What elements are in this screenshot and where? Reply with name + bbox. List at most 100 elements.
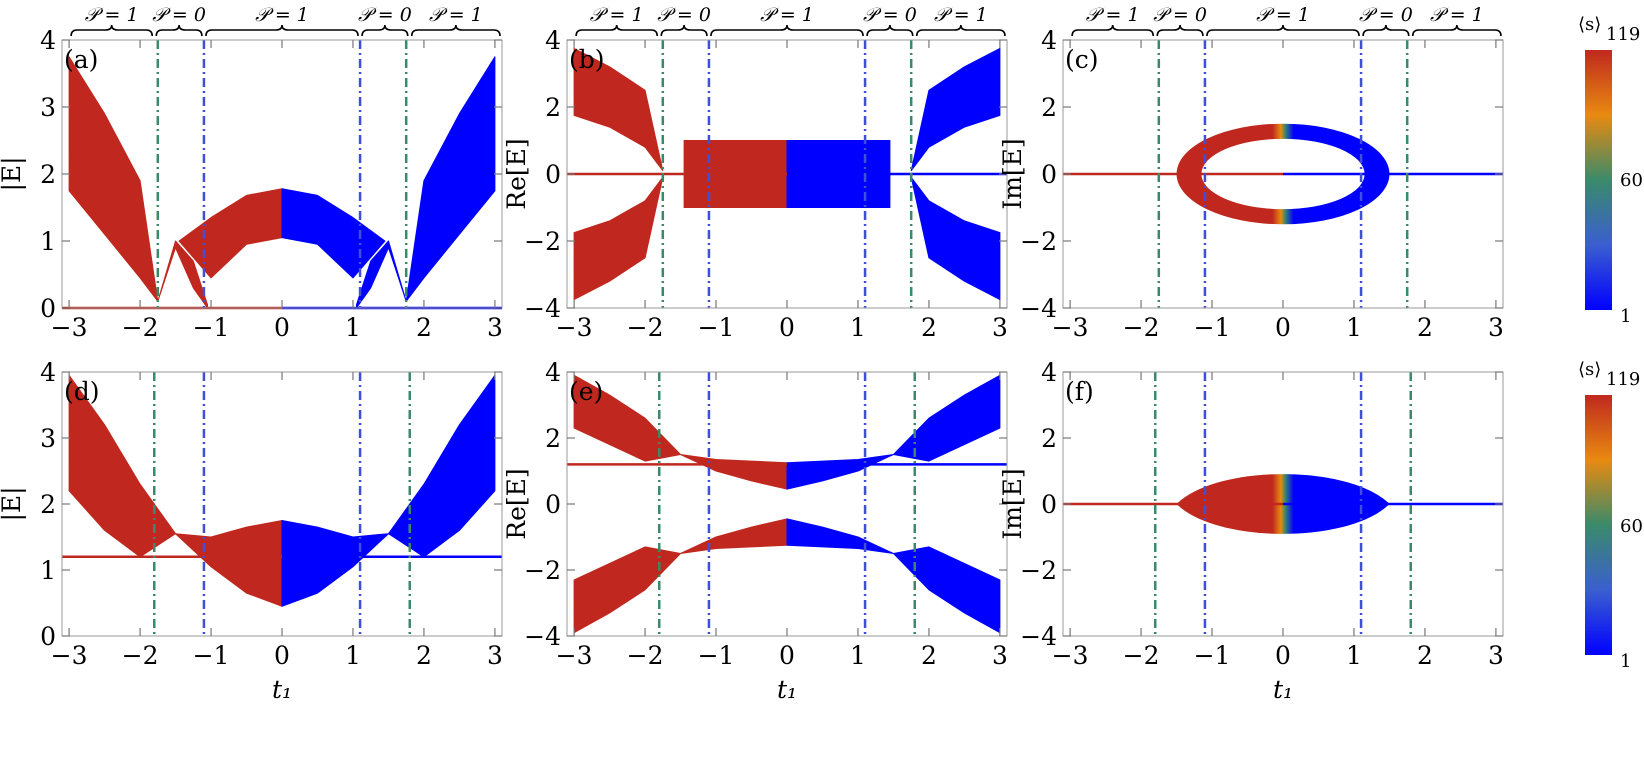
x-tick-label: 3 <box>487 313 503 342</box>
x-tick-label: −3 <box>1052 313 1089 342</box>
x-tick-label: −3 <box>51 313 88 342</box>
x-tick-label: 0 <box>1275 313 1291 342</box>
phase-bracket <box>1362 24 1410 37</box>
band-5 <box>910 47 1001 172</box>
band-8 <box>893 546 1001 634</box>
x-tick-label: −1 <box>1194 641 1231 670</box>
y-axis-label: |E| <box>0 156 27 191</box>
y-tick-label: 4 <box>545 26 561 55</box>
x-tick-label: 3 <box>992 641 1008 670</box>
phase-label: 𝒫 = 0 <box>1359 4 1413 26</box>
band-4 <box>893 374 1001 462</box>
band-1 <box>573 374 681 462</box>
panel-tag: (f) <box>1065 377 1094 406</box>
phase-label: 𝒫 = 1 <box>255 4 309 26</box>
y-tick-label: 4 <box>40 26 56 55</box>
band-1 <box>68 56 159 302</box>
x-tick-label: 3 <box>992 313 1008 342</box>
band-2 <box>157 240 208 309</box>
y-tick-label: 2 <box>40 490 56 519</box>
y-tick-label: −2 <box>524 227 561 256</box>
phase-label: 𝒫 = 1 <box>934 4 988 26</box>
colorbar-top-bar <box>1585 50 1612 310</box>
phase-label: 𝒫 = 0 <box>1153 4 1207 26</box>
band-5 <box>573 546 681 634</box>
x-tick-label: −2 <box>122 313 159 342</box>
x-tick-label: −2 <box>1123 313 1160 342</box>
y-tick-label: 2 <box>1041 424 1057 453</box>
x-tick-label: 3 <box>1488 313 1504 342</box>
phase-label: 𝒫 = 0 <box>657 4 711 26</box>
x-tick-label: 3 <box>487 641 503 670</box>
x-tick-label: 2 <box>416 313 432 342</box>
x-tick-label: −2 <box>627 641 664 670</box>
phase-bracket <box>155 24 203 37</box>
y-tick-label: 3 <box>40 93 56 122</box>
phase-label: 𝒫 = 1 <box>429 4 483 26</box>
colorbar-bottom-max: 119 <box>1606 369 1640 390</box>
band-2 <box>175 520 283 607</box>
x-tick-label: −2 <box>1123 641 1160 670</box>
phase-label: 𝒫 = 0 <box>152 4 206 26</box>
band-6 <box>910 176 1001 301</box>
y-tick-label: 4 <box>1041 26 1057 55</box>
phase-label: 𝒫 = 0 <box>358 4 412 26</box>
phase-bracket <box>361 24 409 37</box>
x-tick-label: −1 <box>698 641 735 670</box>
panel-tag: (d) <box>64 377 100 406</box>
colorbar-top-min: 1 <box>1620 306 1631 327</box>
y-tick-label: 4 <box>545 358 561 387</box>
phase-bracket <box>915 24 1006 37</box>
y-tick-label: 4 <box>1041 358 1057 387</box>
x-tick-label: 0 <box>779 313 795 342</box>
x-tick-label: −1 <box>1194 313 1231 342</box>
band-1 <box>68 374 176 558</box>
colorbar-bottom-min: 1 <box>1620 651 1631 672</box>
phase-label: 𝒫 = 0 <box>863 4 917 26</box>
phase-bracket <box>1156 24 1204 37</box>
x-tick-label: −3 <box>556 313 593 342</box>
x-tick-label: 1 <box>345 313 361 342</box>
x-tick-label: 1 <box>1346 313 1362 342</box>
x-tick-label: −3 <box>1052 641 1089 670</box>
phase-label: 𝒫 = 1 <box>760 4 814 26</box>
phase-label: 𝒫 = 1 <box>1086 4 1140 26</box>
band-2 <box>573 176 664 301</box>
phase-bracket <box>70 24 154 37</box>
y-tick-label: −2 <box>1020 556 1057 585</box>
x-tick-label: 2 <box>1417 313 1433 342</box>
phase-label: 𝒫 = 1 <box>1430 4 1484 26</box>
y-tick-label: −4 <box>524 294 561 323</box>
y-tick-label: 0 <box>1041 490 1057 519</box>
x-tick-label: −3 <box>556 641 593 670</box>
y-tick-label: 1 <box>40 556 56 585</box>
phase-bracket <box>866 24 914 37</box>
band-6 <box>680 518 788 554</box>
y-tick-label: 4 <box>40 358 56 387</box>
phase-bracket <box>410 24 501 37</box>
x-tick-label: 2 <box>921 313 937 342</box>
y-tick-label: −4 <box>1020 622 1057 651</box>
x-tick-label: 0 <box>274 641 290 670</box>
x-tick-label: 0 <box>1275 641 1291 670</box>
phase-bracket <box>575 24 659 37</box>
y-axis-label: Im[E] <box>998 468 1027 539</box>
panel-tag: (b) <box>569 45 605 74</box>
panel-tag: (e) <box>569 377 603 406</box>
phase-bracket <box>710 24 864 37</box>
phase-bracket <box>1411 24 1502 37</box>
band-3 <box>281 520 389 607</box>
band-2 <box>680 454 788 490</box>
colorbar-bottom-title: ⟨s⟩ <box>1578 359 1601 380</box>
colorbar-top: ⟨s⟩ 119 60 1 <box>1578 14 1643 327</box>
y-tick-label: 2 <box>545 424 561 453</box>
y-tick-label: −4 <box>1020 294 1057 323</box>
x-tick-label: −2 <box>627 313 664 342</box>
phase-label: 𝒫 = 1 <box>85 4 139 26</box>
